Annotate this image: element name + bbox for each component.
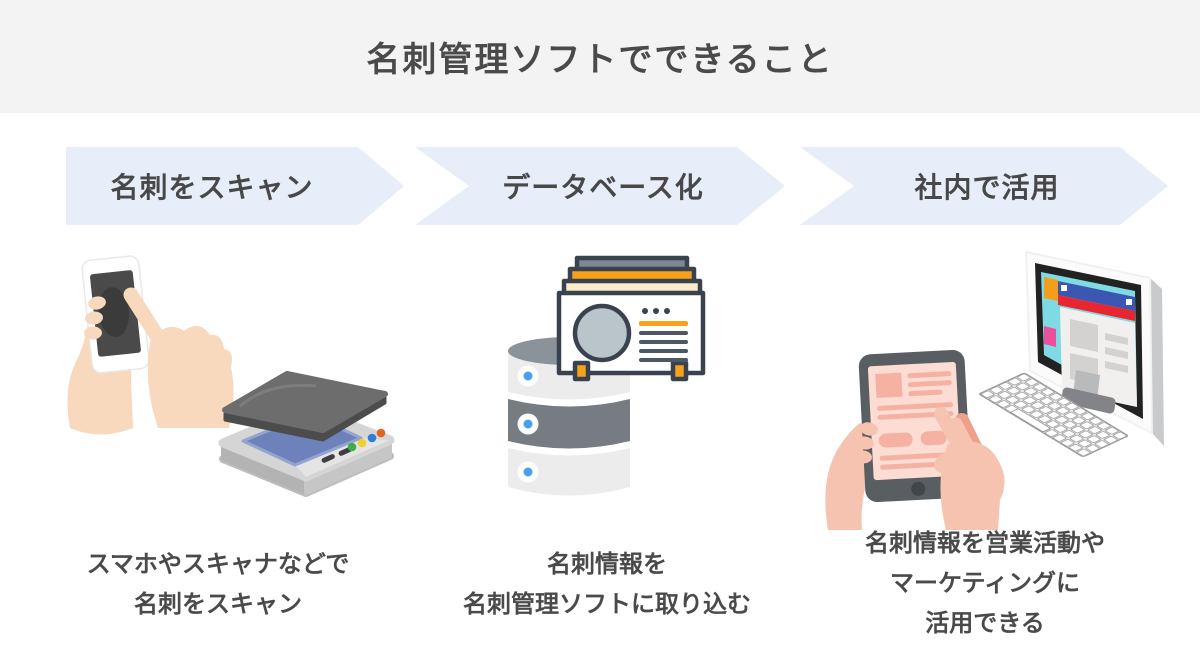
monitor-icon	[1025, 251, 1164, 446]
flow-step-banner-database: データベース化	[415, 147, 785, 225]
flow-step-label: データベース化	[502, 172, 704, 203]
flow-step-label: 名刺をスキャン	[110, 172, 314, 203]
page-title: 名刺管理ソフトでできること	[366, 41, 834, 79]
business-card-stack-icon	[556, 255, 706, 382]
step-caption-database: 名刺情報を 名刺管理ソフトに取り込む	[463, 551, 751, 618]
scanner-buttons	[321, 428, 386, 463]
right-hand	[934, 407, 1005, 530]
spacebar-key	[1010, 408, 1051, 432]
card-avatar	[572, 303, 632, 363]
scanner-control-strip	[295, 438, 390, 477]
title-band: 名刺管理ソフトでできること	[0, 0, 1200, 113]
monitor-stand-base	[1061, 387, 1116, 414]
tablet-and-desktop-icon	[825, 251, 1164, 530]
hands-holding-tablet-icon	[825, 349, 1005, 530]
step-caption-scan: スマホやスキャナなどで 名刺をスキャン	[86, 551, 350, 618]
keyboard-icon	[979, 372, 1129, 457]
screen-red-bar	[1058, 295, 1135, 321]
tablet-home-button	[911, 481, 926, 496]
business-card-database-icon	[508, 255, 706, 496]
flow-step-banner-scan: 名刺をスキャン	[66, 147, 404, 225]
screen-blue-bar	[1058, 281, 1135, 311]
scanner-lid	[222, 371, 388, 433]
screen-pink-tab	[1044, 326, 1056, 347]
database-status-dots	[517, 365, 539, 483]
hands-holding-smartphone-icon	[67, 255, 234, 435]
flow-step-banner-utilize: 社内で活用	[800, 147, 1168, 225]
left-hand-fingertips	[84, 296, 106, 340]
right-hand-pointing	[123, 287, 234, 428]
smartphone-scan-and-scanner-icon	[67, 255, 395, 497]
step-caption-utilize: 名刺情報を営業活動や マーケティングに 活用できる	[865, 530, 1105, 637]
card-text-lines	[639, 308, 688, 362]
left-hand-fingertips	[854, 422, 878, 464]
screen-orange-tab	[1044, 277, 1058, 301]
scanner-icon	[218, 371, 395, 497]
flow-step-label: 社内で活用	[914, 172, 1060, 203]
